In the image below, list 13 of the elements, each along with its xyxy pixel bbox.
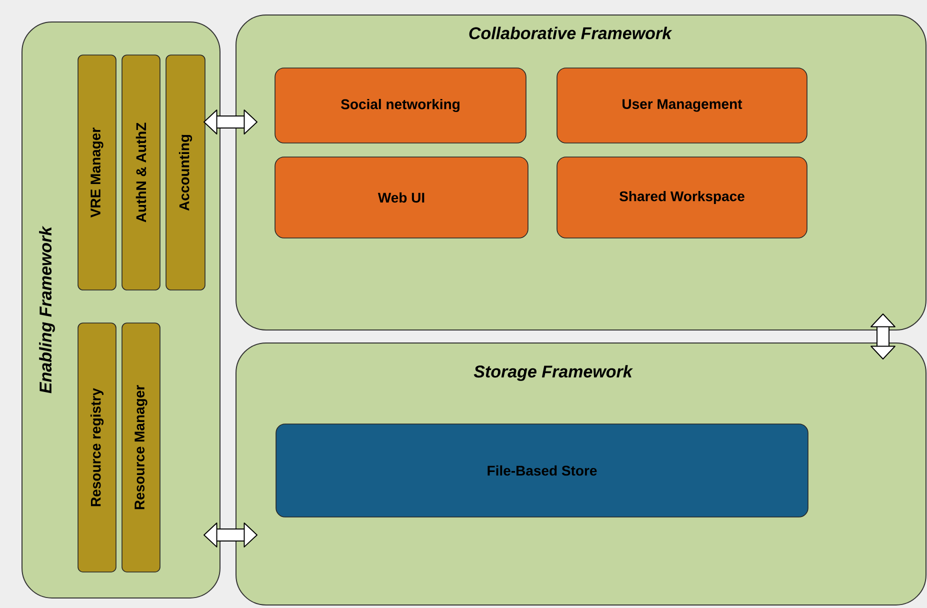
double-arrow — [204, 110, 258, 134]
double-arrow — [870, 314, 896, 360]
store-box: File-Based Store — [276, 424, 808, 518]
component-box: Social networking — [274, 68, 526, 144]
service-box: VRE Manager — [78, 54, 116, 290]
service-box: AuthN & AuthZ — [122, 54, 160, 290]
service-box: Resource registry — [78, 322, 116, 572]
component-box: Shared Workspace — [556, 156, 808, 238]
component-box: User Management — [556, 68, 808, 144]
service-box: Accounting — [166, 54, 206, 290]
service-box: Resource Manager — [122, 322, 160, 572]
double-arrow — [204, 522, 258, 548]
component-box: Web UI — [274, 156, 528, 238]
